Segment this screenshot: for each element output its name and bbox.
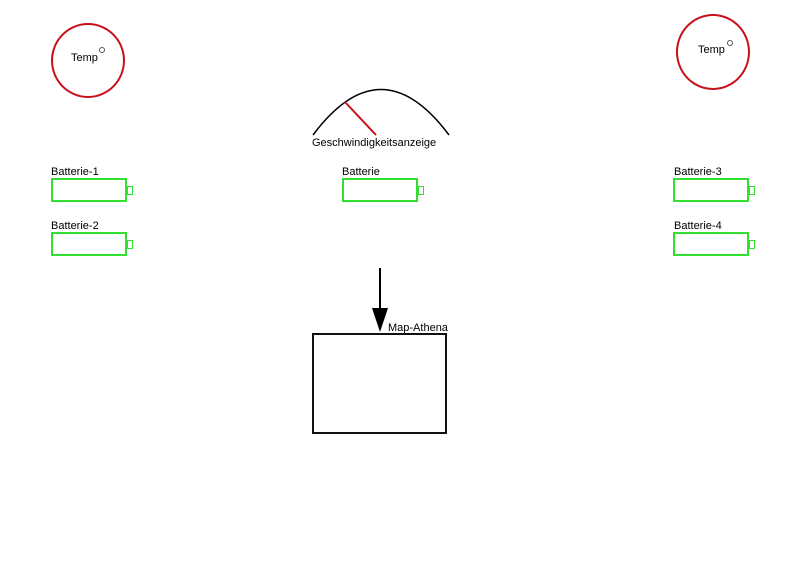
battery-2-label: Batterie-2 — [51, 220, 99, 232]
battery-1 — [51, 178, 127, 202]
battery-4 — [673, 232, 749, 256]
battery-2 — [51, 232, 127, 256]
battery-3 — [673, 178, 749, 202]
battery-center-terminal — [418, 186, 424, 195]
degree-icon-right — [727, 40, 733, 46]
temp-label-left: Temp — [71, 52, 98, 64]
temp-gauge-left — [51, 23, 125, 98]
speed-needle — [344, 101, 377, 136]
battery-3-terminal — [749, 186, 755, 195]
battery-4-terminal — [749, 240, 755, 249]
battery-1-label: Batterie-1 — [51, 166, 99, 178]
speed-gauge-label: Geschwindigkeitsanzeige — [312, 137, 437, 149]
down-arrow-icon — [372, 268, 388, 332]
speed-gauge — [312, 88, 450, 136]
battery-4-label: Batterie-4 — [674, 220, 722, 232]
speed-gauge-arc — [312, 88, 450, 136]
battery-2-terminal — [127, 240, 133, 249]
battery-3-label: Batterie-3 — [674, 166, 722, 178]
battery-center — [342, 178, 418, 202]
temp-label-right: Temp — [698, 44, 725, 56]
degree-icon-left — [99, 47, 105, 53]
battery-center-label: Batterie — [342, 166, 380, 178]
map-athena[interactable] — [312, 333, 447, 434]
battery-1-terminal — [127, 186, 133, 195]
temp-gauge-right — [676, 14, 750, 90]
map-label: Map-Athena — [388, 322, 448, 334]
